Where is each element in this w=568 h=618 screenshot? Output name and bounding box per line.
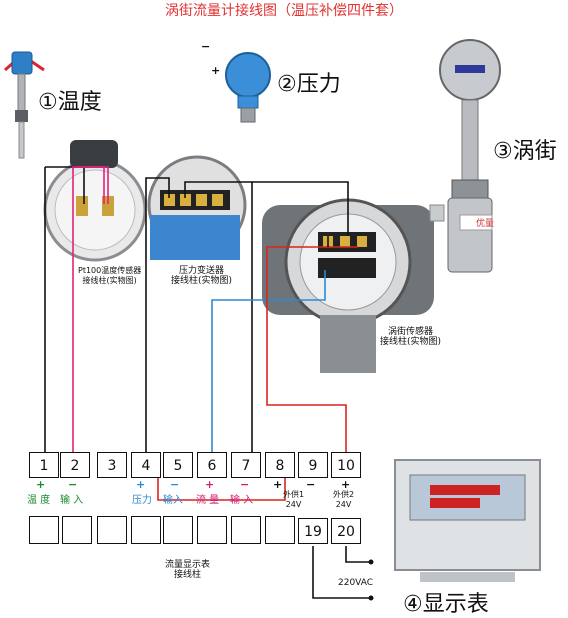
pressure-caption-line1: 压力变送器 (179, 266, 225, 276)
terminal-box-16[interactable] (197, 516, 227, 544)
terminal-1[interactable]: 1 (29, 452, 59, 478)
pressure-transmitter-image (225, 52, 271, 123)
sign-t2: − (68, 478, 78, 491)
channel-pressure-label: 压力 (132, 495, 152, 506)
terminal-6[interactable]: 6 (197, 452, 227, 478)
sign-t7: − (240, 478, 250, 491)
pt100-terminal-head-image (43, 140, 147, 262)
temperature-probe-image (4, 51, 45, 159)
terminal-19[interactable]: 19 (298, 518, 328, 544)
vortex-caption-line1: 涡街传感器 (388, 327, 434, 337)
terminal-box-15[interactable] (163, 516, 193, 544)
pt100-caption-line2: 接线柱(实物图) (82, 276, 137, 285)
terminal-7[interactable]: 7 (231, 452, 261, 478)
display-terminal-caption: 流量显示表接线柱 (165, 560, 210, 580)
terminal-5[interactable]: 5 (163, 452, 193, 478)
display-label: ④显示表 (403, 592, 489, 617)
sign-t4: + (136, 478, 146, 491)
supply2-line2: 24V (335, 500, 352, 509)
channel-pressure-in-label: 输入 (163, 495, 183, 506)
terminal-box-13[interactable] (97, 516, 127, 544)
pressure-minus-sign: − (201, 40, 211, 53)
supply2-line1: 外供2 (333, 490, 355, 499)
pressure-label: ②压力 (277, 72, 341, 97)
vortex-tag-text: 优量 (476, 217, 494, 229)
sign-t1: + (36, 478, 46, 491)
pressure-plus-sign: + (211, 64, 221, 77)
terminal-2[interactable]: 2 (60, 452, 90, 478)
terminal-box-14[interactable] (131, 516, 161, 544)
terminal-box-11[interactable] (29, 516, 59, 544)
sign-t10: + (341, 478, 351, 491)
vortex-label: ③涡街 (493, 139, 557, 164)
terminal-8[interactable]: 8 (265, 452, 295, 478)
display-caption-line1: 流量显示表 (165, 560, 211, 570)
display-instrument-image (394, 459, 541, 582)
display-caption-line2: 接线柱 (174, 570, 202, 580)
vortex-terminal-image (262, 198, 445, 373)
channel-flow-in-label: 输 入 (230, 495, 254, 506)
vortex-caption: 涡街传感器接线柱(实物图) (380, 327, 441, 347)
channel-flow-label: 流 量 (196, 495, 220, 506)
pt100-caption-line1: Pt100温度传感器 (78, 266, 142, 275)
diagram-title: 涡街流量计接线图（温压补偿四件套） (165, 3, 403, 19)
terminal-10[interactable]: 10 (331, 452, 361, 478)
pressure-caption-line2: 接线柱(实物图) (171, 276, 233, 286)
pressure-caption: 压力变送器接线柱(实物图) (171, 266, 232, 286)
terminal-box-12[interactable] (62, 516, 92, 544)
sign-t6: + (205, 478, 215, 491)
pt100-caption: Pt100温度传感器接线柱(实物图) (78, 266, 141, 286)
vortex-flowmeter-image (439, 39, 501, 273)
temperature-label: ①温度 (38, 90, 102, 115)
terminal-3[interactable]: 3 (97, 452, 127, 478)
terminal-box-18[interactable] (265, 516, 295, 544)
pressure-terminal-image (147, 155, 247, 260)
supply1-line1: 外供1 (283, 490, 305, 499)
supply1-line2: 24V (285, 500, 302, 509)
mains-caption: 220VAC (338, 578, 374, 588)
sign-t9: − (306, 478, 316, 491)
channel-temp-label: 温 度 (27, 495, 51, 506)
terminal-4[interactable]: 4 (131, 452, 161, 478)
channel-temp-in-label: 输 入 (60, 495, 84, 506)
vortex-caption-line2: 接线柱(实物图) (380, 337, 442, 347)
sign-t8: + (273, 478, 283, 491)
sign-t5: − (170, 478, 180, 491)
terminal-20[interactable]: 20 (331, 518, 361, 544)
terminal-box-17[interactable] (231, 516, 261, 544)
terminal-9[interactable]: 9 (298, 452, 328, 478)
